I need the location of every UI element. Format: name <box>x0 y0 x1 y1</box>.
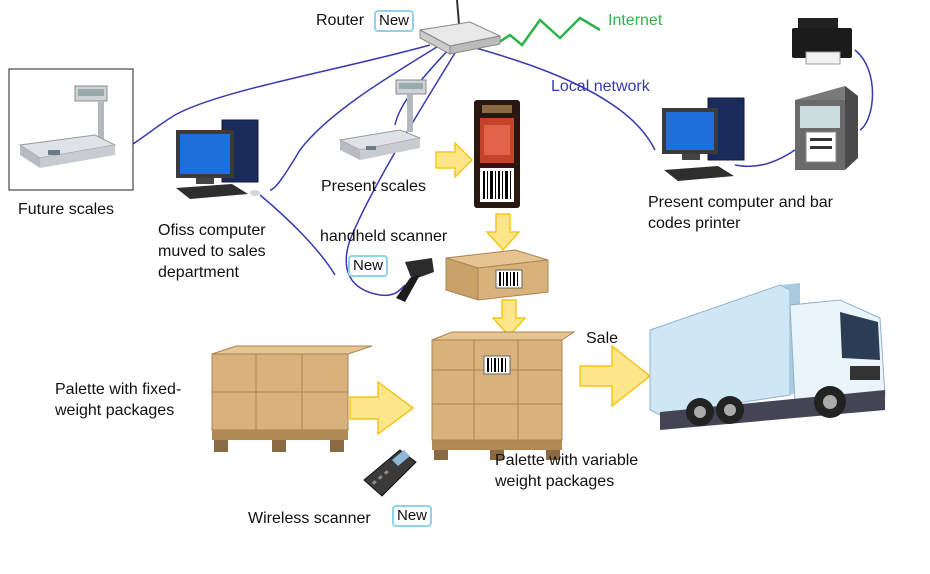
arrow-package-to-box <box>485 213 521 252</box>
scale-icon <box>18 85 117 168</box>
arrow-fixed-to-variable <box>349 380 415 436</box>
palette-fixed-label-line: weight packages <box>55 402 175 419</box>
cardboard-box-icon <box>445 249 549 301</box>
pallet-icon <box>211 345 373 452</box>
router-icon <box>418 0 502 55</box>
desktop-computer-icon <box>176 119 260 199</box>
internet-label: Internet <box>608 12 663 29</box>
printer-icon <box>792 18 852 65</box>
network-lines <box>109 44 874 297</box>
future-scales-label: Future scales <box>18 201 115 218</box>
barcode-scanner-icon <box>396 258 434 302</box>
line-computer-printer <box>734 149 796 168</box>
cardboard-box-icon <box>431 339 563 441</box>
line-router-office <box>269 44 441 191</box>
palette-variable-label-line: Palette with variable <box>495 452 639 469</box>
router-new-badge: New <box>374 10 415 32</box>
scale-icon <box>338 79 427 160</box>
palette-fixed-label: Palette with fixed- weight packages <box>55 379 181 421</box>
router-label: Router <box>316 12 365 29</box>
line-printer-printer <box>854 49 874 131</box>
present-scales-label: Present scales <box>321 178 426 195</box>
cardboard-box-icon <box>211 353 349 431</box>
flow-arrows <box>349 141 652 436</box>
future-scales-frame <box>8 68 134 191</box>
office-computer-label-line: Ofiss computer <box>158 222 266 239</box>
present-computer-label-line: Present computer and bar <box>648 194 833 211</box>
line-router-future-scales <box>109 44 431 156</box>
arrow-box-to-pallet <box>491 299 527 338</box>
office-computer-label-line: department <box>158 264 239 281</box>
palette-variable-label-line: weight packages <box>495 473 615 490</box>
wireless-scanner-label: Wireless scanner <box>248 510 371 527</box>
meat-package-icon <box>474 100 520 208</box>
palette-variable-label: Palette with variable weight packages <box>495 450 638 492</box>
internet-line <box>494 16 601 47</box>
present-computer-label: Present computer and bar codes printer <box>648 192 833 234</box>
arrow-scales-to-package <box>435 141 474 179</box>
line-router-present-computer <box>464 44 656 151</box>
office-computer-label-line: muved to sales <box>158 243 266 260</box>
line-office-handheld <box>259 194 336 276</box>
palette-fixed-label-line: Palette with fixed- <box>55 381 182 398</box>
truck-icon <box>649 283 886 430</box>
wireless-new-badge: New <box>392 505 433 527</box>
local-network-label: Local network <box>551 78 650 95</box>
desktop-computer-icon <box>662 97 745 181</box>
arrow-variable-to-truck <box>579 344 652 408</box>
office-computer-label: Ofiss computer muved to sales department <box>158 220 266 283</box>
sale-label: Sale <box>586 330 619 347</box>
wireless-scanner-icon <box>363 449 417 497</box>
handheld-new-badge: New <box>348 255 389 277</box>
line-router-handheld <box>345 47 459 297</box>
handheld-scanner-label: handheld scanner <box>320 228 448 245</box>
label-printer-icon <box>795 86 858 170</box>
present-computer-label-line: codes printer <box>648 215 741 232</box>
pallet-icon <box>431 331 576 460</box>
